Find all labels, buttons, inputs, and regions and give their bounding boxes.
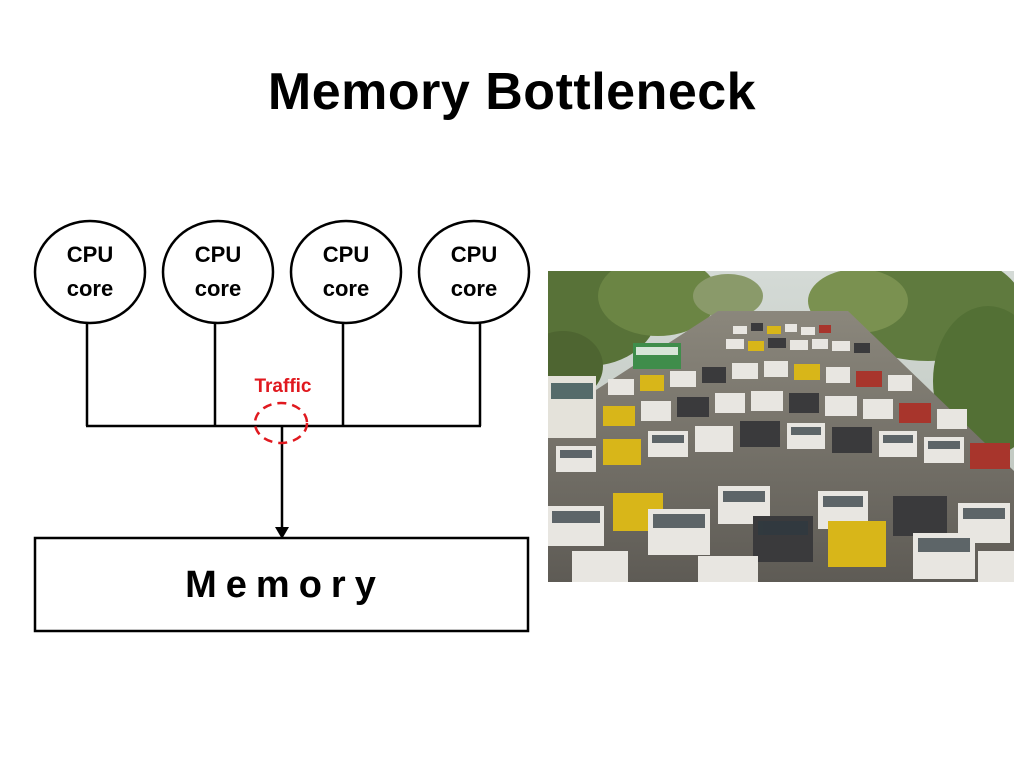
cpu-core-label-line1: CPU (195, 242, 241, 267)
photo-cars-mid (603, 361, 967, 429)
cpu-core-circle (33, 219, 147, 325)
cpu-core-3: CPU core (289, 219, 403, 325)
cpu-core-label-line1: CPU (67, 242, 113, 267)
cpu-core-1: CPU core (33, 219, 147, 325)
cpu-core-4: CPU core (417, 219, 531, 325)
traffic-label: Traffic (254, 376, 311, 397)
traffic-jam-photo (548, 271, 1014, 582)
memory-arrowhead (275, 527, 289, 539)
cpu-core-circle (417, 219, 531, 325)
photo-windows (552, 427, 1005, 552)
cpu-core-label-line2: core (323, 276, 369, 301)
cpu-core-label-line1: CPU (323, 242, 369, 267)
cpu-core-label-line2: core (67, 276, 113, 301)
core-connectors (85, 323, 482, 528)
photo-cars-far (726, 323, 870, 353)
cpu-core-label-line2: core (195, 276, 241, 301)
cpu-core-circle (289, 219, 403, 325)
photo-bus (633, 343, 681, 369)
slide-title: Memory Bottleneck (267, 63, 757, 121)
memory-box (33, 536, 530, 633)
cpu-core-circle (161, 219, 275, 325)
bottleneck-diagram: CPU core CPU core CPU core CPU core Traf… (33, 219, 531, 633)
memory-label: Memory (185, 564, 385, 606)
cpu-core-label-line2: core (451, 276, 497, 301)
cpu-core-label-line1: CPU (451, 242, 497, 267)
traffic-hotspot-circle (253, 401, 309, 445)
cpu-core-2: CPU core (161, 219, 275, 325)
